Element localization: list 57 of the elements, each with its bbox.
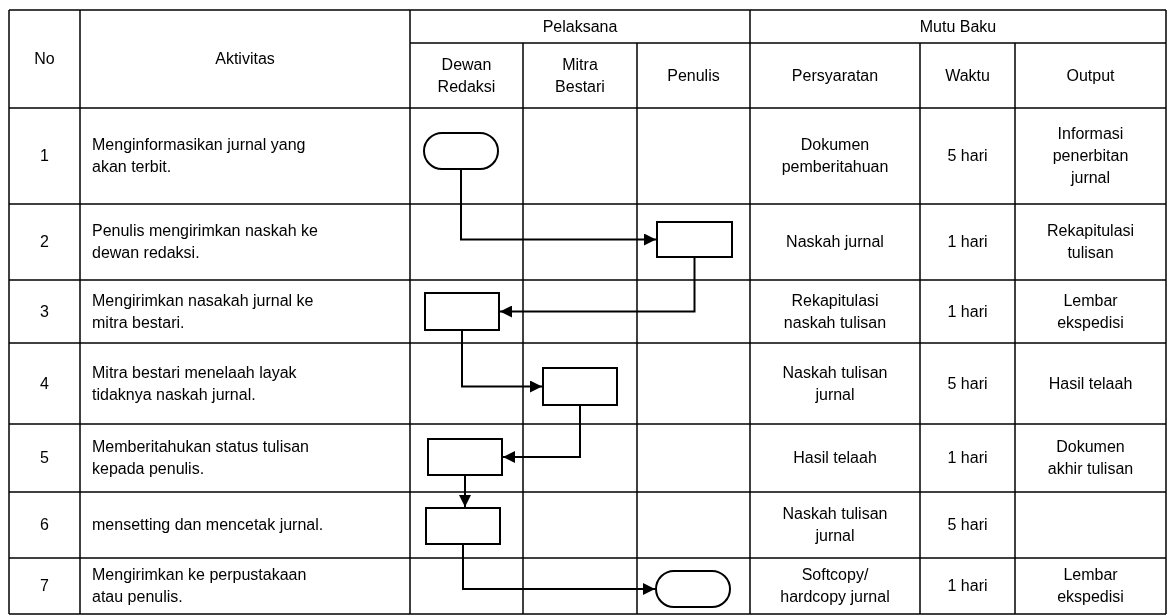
activity-description: Menginformasikan jurnal yang akan terbit. <box>92 135 307 177</box>
row-number: 6 <box>40 515 49 535</box>
process-box <box>425 507 501 545</box>
process-box <box>424 292 500 331</box>
column-header: Penulis <box>667 65 720 86</box>
terminator-shape <box>655 570 731 608</box>
activity-description: Mengirimkan nasakah jurnal ke mitra bestari. <box>92 290 315 333</box>
arrow <box>461 330 543 393</box>
duration-text: 1 hari <box>947 232 988 252</box>
requirement-text: Dokumen pemberitahuan <box>780 135 890 177</box>
column-group-header: Pelaksana <box>542 16 618 37</box>
column-header: Aktivitas <box>215 49 275 69</box>
requirement-text: Naskah tulisan jurnal <box>781 362 889 405</box>
column-header: Output <box>1066 65 1115 86</box>
row-number: 2 <box>40 232 49 252</box>
activity-description: mensetting dan mencetak jurnal. <box>92 515 324 535</box>
activity-description: Memberitahukan status tulisan kepada penulis. <box>92 437 310 479</box>
duration-text: 1 hari <box>947 448 988 468</box>
column-header: Waktu <box>945 65 990 86</box>
arrow <box>462 544 656 595</box>
activity-description: Mengirimkan ke perpustakaan atau penulis. <box>92 565 308 607</box>
arrow <box>502 405 581 463</box>
output-text: Rekapitulasi tulisan <box>1045 221 1136 263</box>
output-text: Lembar ekspedisi <box>1056 565 1125 607</box>
row-number: 3 <box>40 301 49 322</box>
requirement-text: Rekapitulasi naskah tulisan <box>782 290 888 333</box>
row-number: 1 <box>40 146 49 166</box>
output-text: Hasil telaah <box>1048 373 1133 394</box>
duration-text: 1 hari <box>947 301 988 322</box>
no-column-header: No <box>34 49 55 69</box>
terminator-shape <box>423 132 499 170</box>
row-number: 7 <box>40 576 49 596</box>
process-box <box>656 221 733 258</box>
requirement-text: Softcopy/ hardcopy jurnal <box>779 565 891 607</box>
duration-text: 5 hari <box>947 515 988 535</box>
requirement-text: Naskah tulisan jurnal <box>781 504 889 546</box>
process-box <box>542 367 618 406</box>
process-box <box>427 438 503 476</box>
activity-description: Penulis mengirimkan naskah ke dewan redaksi. <box>92 221 319 263</box>
column-header: Persyaratan <box>791 65 879 86</box>
arrow <box>499 257 696 318</box>
duration-text: 5 hari <box>947 373 988 394</box>
row-number: 5 <box>40 448 49 468</box>
output-text: Informasi penerbitan jurnal <box>1051 124 1130 188</box>
duration-text: 5 hari <box>947 146 988 166</box>
column-header: Dewan Redaksi <box>436 54 497 97</box>
activity-description: Mitra bestari menelaah layak tidaknya naskah jurnal. <box>92 362 298 405</box>
output-text: Dokumen akhir tulisan <box>1046 437 1135 479</box>
requirement-text: Hasil telaah <box>793 448 877 468</box>
requirement-text: Naskah jurnal <box>786 232 884 252</box>
column-header: Mitra Bestari <box>554 54 606 97</box>
duration-text: 1 hari <box>947 576 988 596</box>
arrow <box>459 475 471 508</box>
output-text: Lembar ekspedisi <box>1056 290 1125 333</box>
row-number: 4 <box>40 373 49 394</box>
column-group-header: Mutu Baku <box>919 16 997 37</box>
arrow <box>460 169 657 246</box>
